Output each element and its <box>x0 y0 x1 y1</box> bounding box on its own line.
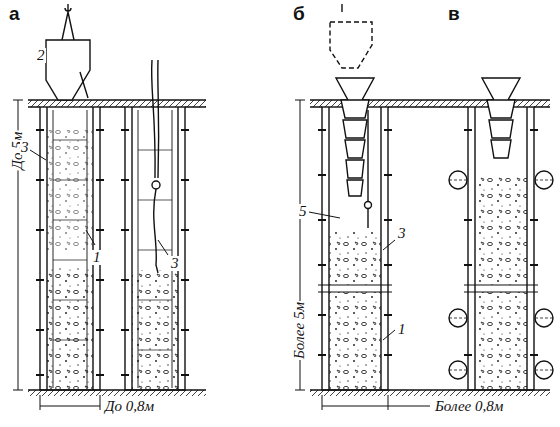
figure-letter: в <box>447 4 461 23</box>
callout-number: До 0,8м <box>104 399 155 414</box>
callout-number: 2 <box>36 48 46 63</box>
callout-number: 1 <box>397 322 407 337</box>
figure-letter: а <box>8 4 21 23</box>
callout-number: 3 <box>20 140 30 155</box>
figure-letter: б <box>292 4 306 23</box>
dimension-label: Более 5м <box>293 300 308 359</box>
callout-number: Более 0,8м <box>434 399 504 414</box>
callout-number: 3 <box>170 256 180 271</box>
callout-number: 5 <box>298 204 308 219</box>
callout-number: 1 <box>92 250 102 265</box>
callout-number: 3 <box>397 226 407 241</box>
